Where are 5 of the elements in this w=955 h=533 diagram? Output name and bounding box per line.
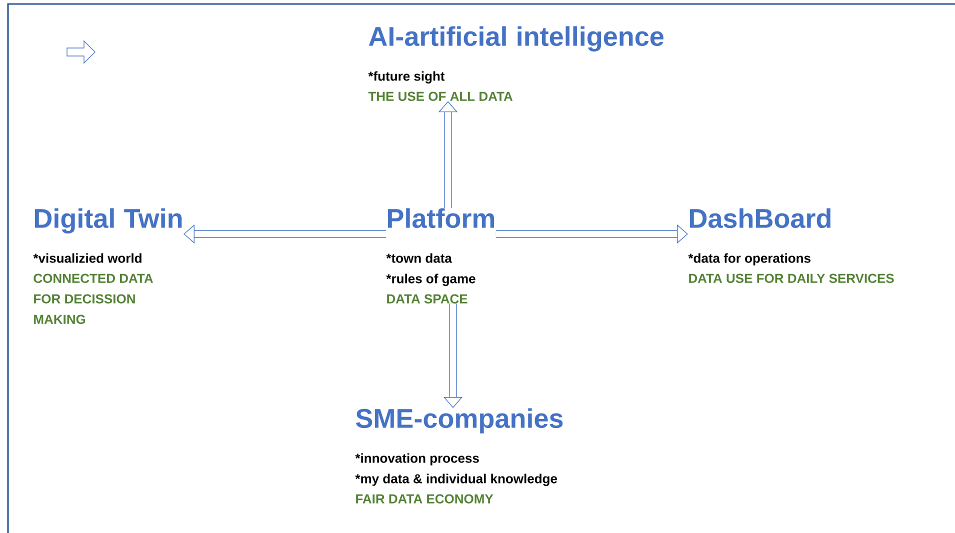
text-group: AI-artificial intelligence *future sight THE USE OF ALL DATA <box>368 26 664 101</box>
text-group: DashBoard *data for operations DATA USE FOR DAILY SERVICES <box>688 208 894 283</box>
text-group: SME-companies *innovation process *my data & individual knowledge FAIR DATA ECONOMY <box>355 408 563 504</box>
text-group: Platform *town data *rules of game DATA SPACE <box>386 208 494 304</box>
text-group: Digital Twin *visualizied world CONNECTED DATA FOR DECISSION MAKING <box>33 208 182 324</box>
